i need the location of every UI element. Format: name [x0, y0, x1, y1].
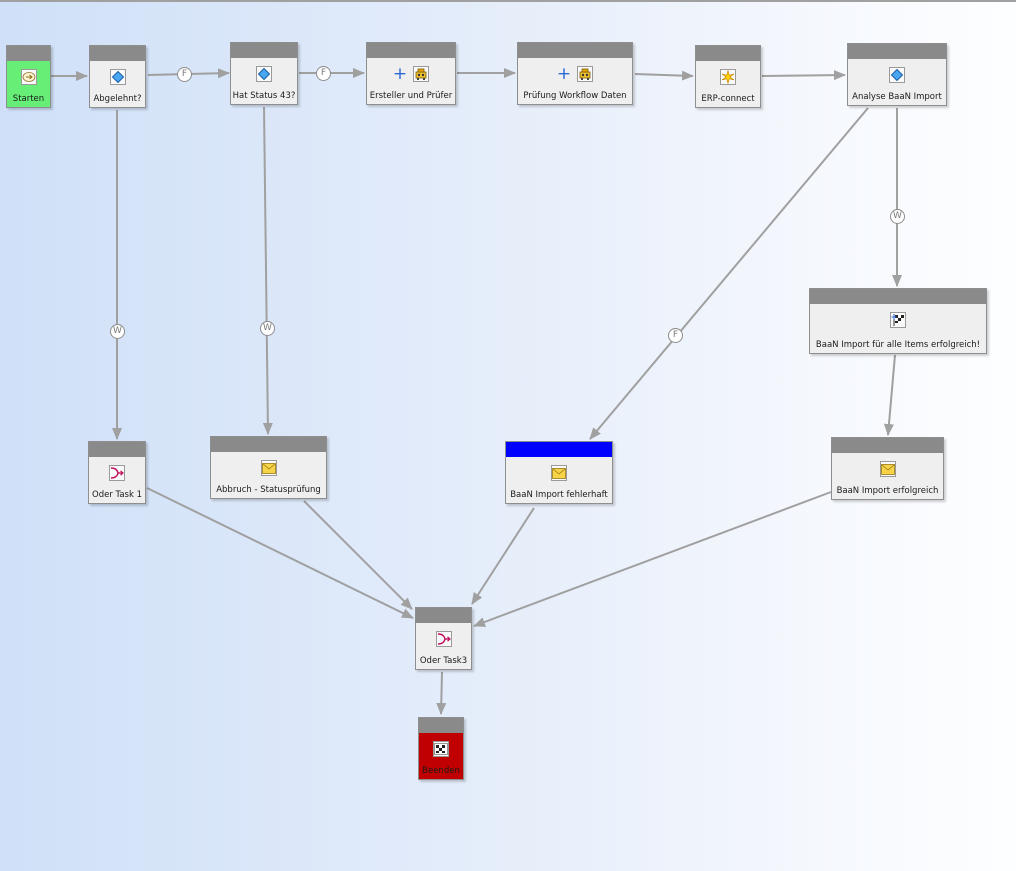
checkered-flag-icon	[433, 741, 449, 757]
node-label: Ersteller und Prüfer	[369, 91, 453, 101]
node-icon-row	[696, 67, 760, 87]
connector-analyse-to-baan_fail[interactable]	[589, 107, 869, 440]
node-icon-row	[211, 458, 326, 478]
diamond-icon	[889, 67, 905, 83]
node-header	[419, 718, 463, 733]
node-icon-row	[90, 67, 145, 87]
diamond-icon	[109, 69, 126, 85]
connector-label-analyse-to-baan_fail: F	[668, 328, 683, 343]
node-ersteller[interactable]: + Ersteller und Prüfer	[366, 42, 456, 105]
plus-icon: +	[556, 64, 572, 84]
node-label: Abgelehnt?	[93, 94, 142, 104]
node-header	[90, 46, 145, 61]
connector-oder3-to-beenden[interactable]	[436, 671, 447, 715]
node-header	[810, 289, 986, 304]
node-icon-row	[89, 463, 145, 483]
node-header	[848, 44, 946, 59]
or-join-icon	[109, 465, 125, 481]
spark-icon	[720, 69, 736, 85]
node-label: Oder Task 1	[92, 490, 142, 500]
node-pruefung[interactable]: + Prüfung Workflow Daten	[517, 42, 633, 105]
node-baan_fail[interactable]: BaaN Import fehlerhaft	[505, 441, 613, 504]
connector-label-status43-to-abbruch: W	[260, 321, 275, 336]
connector-baan_fail-to-oder3[interactable]	[471, 507, 535, 605]
window-top-border	[0, 0, 1016, 2]
node-label: Beenden	[422, 766, 460, 776]
connector-baan_ok-to-oder3[interactable]	[473, 491, 832, 627]
node-erp[interactable]: ERP-connect	[695, 45, 761, 108]
connector-abbruch-to-oder3[interactable]	[303, 500, 413, 610]
node-label: Oder Task3	[419, 656, 468, 666]
node-baan_ok[interactable]: BaaN Import erfolgreich	[831, 437, 944, 500]
node-analyse[interactable]: Analyse BaaN Import	[847, 43, 947, 106]
node-icon-row: +	[518, 64, 632, 84]
connector-label-status43-to-ersteller: F	[316, 66, 331, 81]
or-join-icon	[435, 631, 452, 647]
node-oder1[interactable]: Oder Task 1	[88, 441, 146, 504]
node-label: BaaN Import erfolgreich	[836, 486, 939, 496]
node-header	[7, 46, 50, 61]
node-icon-row	[231, 64, 297, 84]
connector-label-analyse-to-baan_ok_all: W	[890, 209, 905, 224]
node-icon-row	[506, 463, 612, 483]
node-icon-row: +	[367, 64, 455, 84]
connector-oder1-to-oder3[interactable]	[146, 487, 414, 619]
node-icon-row	[810, 310, 986, 330]
node-header	[89, 442, 145, 457]
node-label: Starten	[12, 94, 45, 104]
connector-pruefung-to-erp[interactable]	[634, 70, 694, 81]
node-beenden[interactable]: Beenden	[418, 717, 464, 780]
node-label: Prüfung Workflow Daten	[523, 91, 627, 101]
node-label: ERP-connect	[701, 94, 755, 104]
node-icon-row	[832, 459, 943, 479]
node-header	[231, 43, 297, 58]
node-label: BaaN Import für alle Items erfolgreich!	[815, 340, 981, 350]
node-icon-row	[416, 629, 471, 649]
node-status43[interactable]: Hat Status 43?	[230, 42, 298, 105]
mail-icon	[879, 461, 896, 477]
node-icon-row	[419, 739, 463, 759]
node-baan_ok_all[interactable]: BaaN Import für alle Items erfolgreich!	[809, 288, 987, 354]
connector-label-abgelehnt-to-status43: F	[177, 67, 192, 82]
node-header	[518, 43, 632, 58]
node-label: Hat Status 43?	[232, 91, 296, 101]
connector-status43-to-abbruch[interactable]	[262, 106, 273, 435]
connector-baan_ok_all-to-baan_ok[interactable]	[883, 354, 896, 436]
mail-icon	[551, 465, 567, 481]
plus-icon: +	[392, 64, 408, 84]
node-header	[367, 43, 455, 58]
node-header	[832, 438, 943, 453]
flag-icon	[890, 312, 906, 328]
node-starten[interactable]: Starten	[6, 45, 51, 108]
node-header	[211, 437, 326, 452]
robot-icon	[413, 66, 430, 82]
node-label: Abbruch - Statusprüfung	[216, 485, 321, 495]
start-icon	[20, 69, 37, 85]
node-label: Analyse BaaN Import	[852, 92, 942, 102]
node-icon-row	[848, 65, 946, 85]
node-header	[416, 608, 471, 623]
node-icon-row	[7, 67, 50, 87]
node-abgelehnt[interactable]: Abgelehnt?	[89, 45, 146, 108]
node-header	[696, 46, 760, 61]
node-abbruch[interactable]: Abbruch - Statusprüfung	[210, 436, 327, 499]
connector-erp-to-analyse[interactable]	[761, 70, 846, 81]
node-label: BaaN Import fehlerhaft	[510, 490, 608, 500]
node-header	[506, 442, 612, 457]
robot-icon	[577, 66, 594, 82]
connector-label-abgelehnt-to-oder1: W	[110, 324, 125, 339]
mail-icon	[260, 460, 277, 476]
node-oder3[interactable]: Oder Task3	[415, 607, 472, 670]
diamond-icon	[256, 66, 272, 82]
